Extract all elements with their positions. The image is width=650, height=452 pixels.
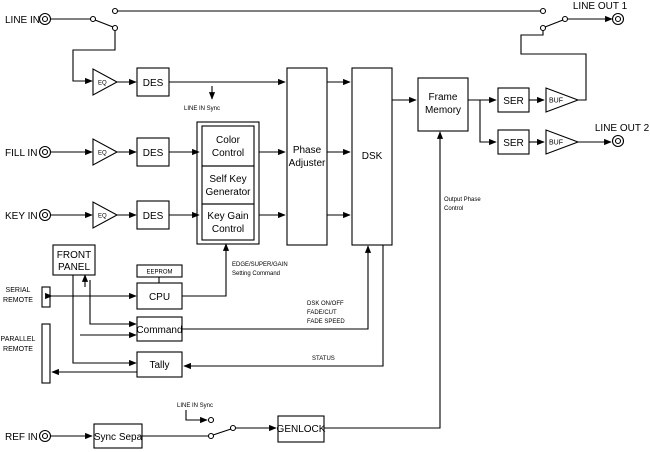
sync-sepa-label: Sync Sepa <box>94 432 143 443</box>
front-panel-label-2: PANEL <box>58 262 90 273</box>
output-phase-label-1: Output Phase <box>444 197 481 203</box>
serial-remote-label-1: SERIAL <box>6 287 31 294</box>
parallel-remote-port <box>41 323 51 384</box>
frame-memory-label-2: Memory <box>425 105 461 116</box>
key-gain-control-label-1: Key Gain <box>207 211 248 222</box>
line-in-sync-ref-label: LINE IN Sync <box>177 403 213 409</box>
eq-line-in-label: EQ <box>98 81 107 87</box>
output-phase-label-2: Control <box>444 206 463 212</box>
front-panel-label-1: FRONT <box>57 250 91 261</box>
key-in-connector <box>38 208 52 222</box>
line-out-1-label: LINE OUT 1 <box>573 1 628 12</box>
frame-memory-block <box>417 77 469 132</box>
ref-in-label: REF IN <box>5 432 38 443</box>
ref-in-connector <box>38 429 52 443</box>
frame-memory-label-1: Frame <box>429 92 458 103</box>
genlock-label: GENLOCK <box>277 424 326 435</box>
eq-line-in <box>92 68 119 96</box>
line-out-1-connector <box>611 12 625 26</box>
fill-in-label: FILL IN <box>5 148 37 159</box>
parallel-remote-label-1: PARALLEL <box>1 336 36 343</box>
self-key-generator-label-2: Generator <box>205 187 251 198</box>
phase-adjuster-label-1: Phase <box>293 145 322 156</box>
parallel-remote-label-2: REMOTE <box>3 346 33 353</box>
edge-super-gain-label-2: Setting Command <box>232 271 280 277</box>
eeprom-label: EEPROM <box>146 270 172 276</box>
front-panel-block <box>52 244 96 276</box>
dsk-command-label-1: DSK ON/OFF <box>307 301 344 307</box>
line-out-2-label: LINE OUT 2 <box>595 123 650 134</box>
line-in-label: LINE IN <box>5 15 40 26</box>
self-key-generator-block <box>201 165 255 205</box>
key-gain-control-label-2: Control <box>212 224 244 235</box>
line-out-2-connector <box>611 134 625 148</box>
output-bypass-switch <box>539 7 569 32</box>
buf-amp-2 <box>545 129 580 155</box>
input-bypass-switch <box>89 7 119 32</box>
buf-amp-1 <box>545 87 580 113</box>
edge-super-gain-label-1: EDGE/SUPER/GAIN <box>232 262 288 268</box>
key-in-label: KEY IN <box>5 211 38 222</box>
tally-block <box>136 351 183 378</box>
cpu-label: CPU <box>149 292 170 303</box>
serial-remote-label-2: REMOTE <box>3 297 33 304</box>
des-key-in-label: DES <box>143 211 164 222</box>
dsk-command-label-2: FADE/CUT <box>307 310 337 316</box>
dsk-command-label-3: FADE SPEED <box>307 319 345 325</box>
color-control-label-2: Control <box>212 148 244 159</box>
dsk-block <box>351 67 393 246</box>
command-label: Command <box>136 325 182 336</box>
ref-sync-switch <box>207 416 237 440</box>
buf-1-label: BUF <box>549 98 563 105</box>
serial-remote-port <box>41 286 51 308</box>
tally-label: Tally <box>149 360 169 371</box>
genlock-block <box>277 415 325 443</box>
phase-adjuster-block <box>286 67 328 246</box>
ser-1-label: SER <box>503 96 524 107</box>
des-fill-in-label: DES <box>143 148 164 159</box>
color-control-block <box>201 125 255 167</box>
line-in-connector <box>38 12 52 26</box>
eq-fill-in-label: EQ <box>98 151 107 157</box>
color-control-label-1: Color <box>216 135 241 146</box>
line-in-sync-label: LINE IN Sync <box>184 106 220 112</box>
fill-in-connector <box>38 145 52 159</box>
eq-fill-in <box>92 138 119 166</box>
key-gain-control-block <box>201 203 255 241</box>
dsk-label: DSK <box>362 151 383 162</box>
status-label: STATUS <box>312 356 335 362</box>
ser-2-label: SER <box>503 138 524 149</box>
buf-2-label: BUF <box>549 140 563 147</box>
eq-key-in <box>92 201 119 229</box>
phase-adjuster-label-2: Adjuster <box>289 158 326 169</box>
des-line-in-label: DES <box>143 78 164 89</box>
self-key-generator-label-1: Self Key <box>209 174 246 185</box>
eq-key-in-label: EQ <box>98 214 107 220</box>
